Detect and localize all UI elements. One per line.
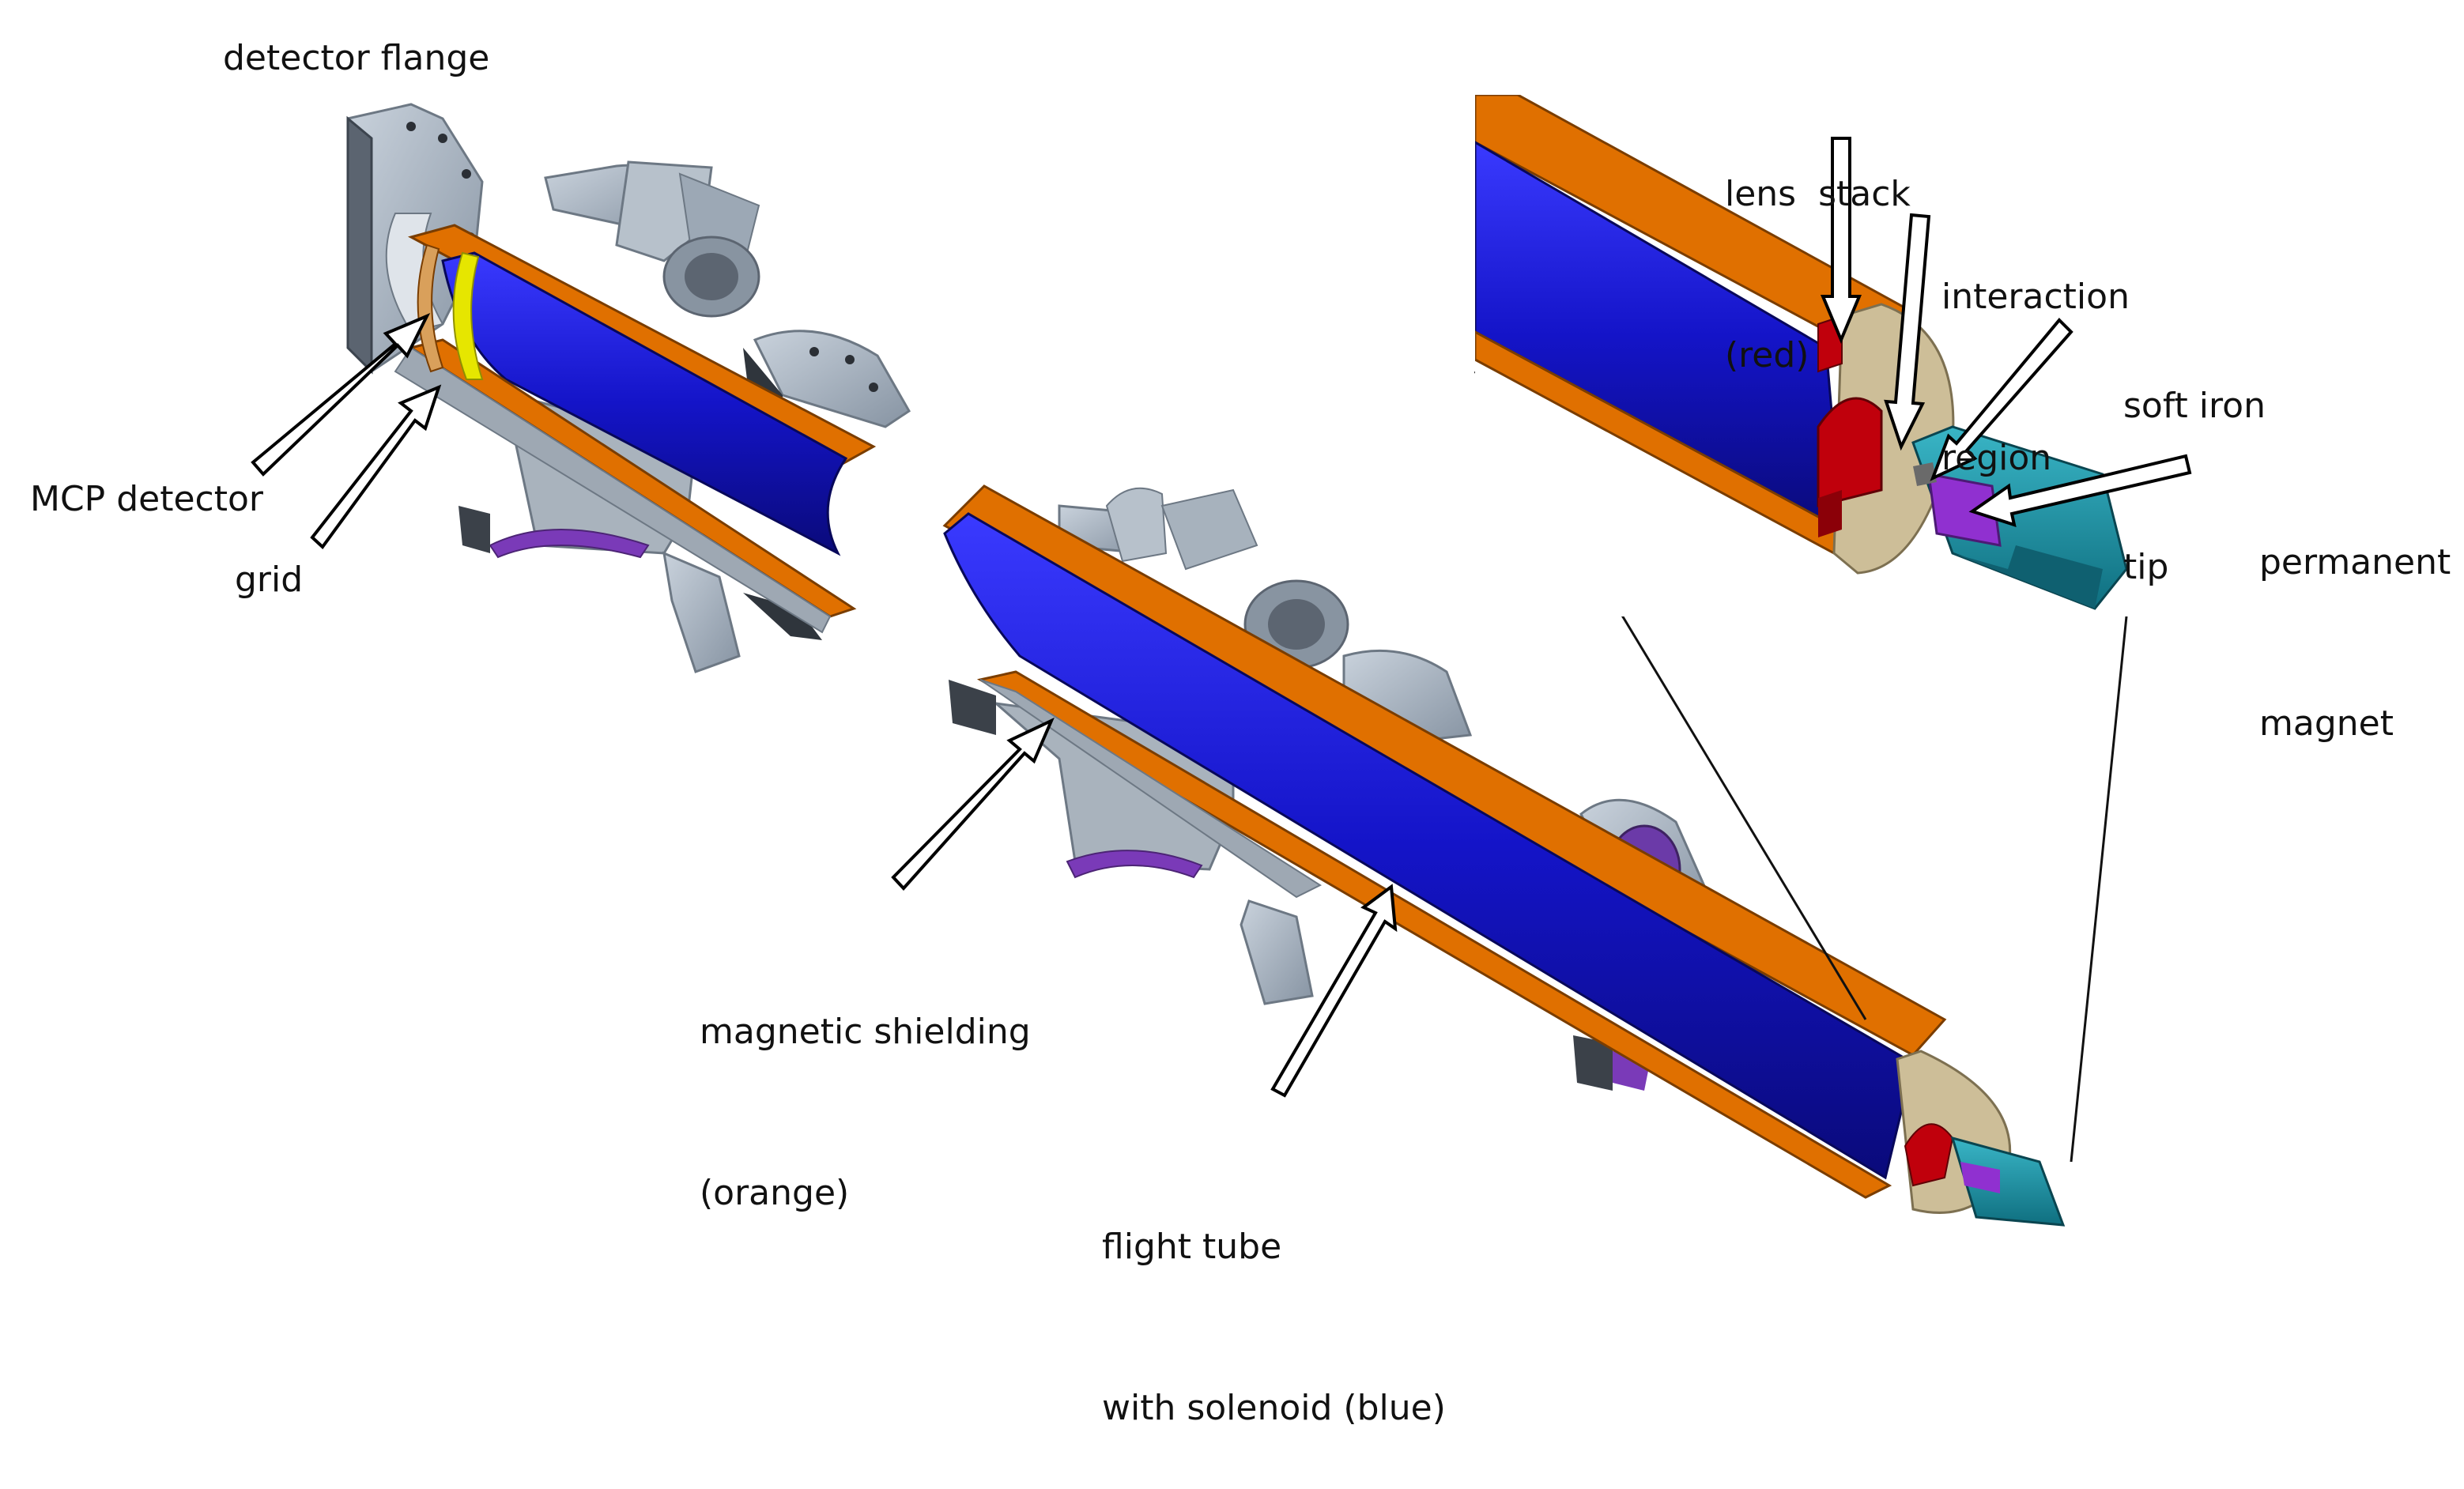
- grid-ring: [452, 251, 484, 380]
- inset-permanent-magnet: [1927, 473, 2002, 547]
- label-lens-stack-line2: (red): [1725, 335, 1809, 375]
- label-magnetic-shielding: magnetic shielding (orange): [700, 898, 1031, 1274]
- label-flight-tube-line2: with solenoid (blue): [1102, 1388, 1446, 1428]
- arrow-flight-tube: [1270, 884, 1398, 1098]
- detector-chamber-left: [346, 103, 911, 673]
- label-flight-tube: flight tube with solenoid (blue): [1102, 1113, 1446, 1489]
- label-flight-tube-line1: flight tube: [1102, 1227, 1282, 1267]
- flight-tube-assembly: [942, 484, 2066, 1227]
- zoom-line-right: [2070, 616, 2128, 1163]
- arrow-mcp-detector: [251, 313, 431, 477]
- mcp-rings: [417, 243, 444, 373]
- label-permanent-magnet: permanent magnet: [2259, 428, 2451, 805]
- detail-inset: [1475, 95, 2187, 616]
- arrow-magnetic-shielding: [891, 717, 1055, 891]
- label-detector-flange: detector flange: [223, 38, 490, 78]
- right-flange-left-chamber: [753, 330, 911, 428]
- arrow-interaction-region: [1884, 213, 1931, 451]
- arrow-lens-stack: [1820, 137, 1862, 345]
- label-soft-iron-tip-line1: soft iron: [2123, 386, 2266, 426]
- label-magnetic-shielding-line2: (orange): [700, 1173, 850, 1213]
- label-permanent-magnet-line1: permanent: [2259, 542, 2451, 582]
- flight-tube-solenoid: [943, 512, 1915, 1180]
- spectrometer-cutaway-diagram: [251, 95, 2192, 1227]
- label-interaction-region: interaction region: [1941, 163, 2130, 539]
- label-lens-stack-line1: lens stack: [1725, 174, 1911, 214]
- label-magnetic-shielding-line1: magnetic shielding: [700, 1012, 1031, 1052]
- magnetic-shielding-bottom: [976, 670, 1892, 1199]
- arrow-soft-iron-tip: [1930, 318, 2073, 481]
- label-permanent-magnet-line2: magnet: [2259, 703, 2394, 744]
- label-interaction-region-line1: interaction: [1941, 277, 2130, 317]
- label-lens-stack: lens stack (red): [1725, 60, 1911, 436]
- arrow-permanent-magnet: [1968, 454, 2192, 527]
- label-soft-iron-tip-line2: tip: [2123, 547, 2169, 587]
- arrow-grid: [310, 384, 442, 549]
- label-mcp-detector: MCP detector: [30, 479, 263, 519]
- label-grid: grid: [235, 560, 304, 600]
- label-soft-iron-tip: soft iron tip: [2123, 272, 2266, 648]
- label-interaction-region-line2: region: [1941, 438, 2052, 478]
- callout-arrows: [251, 137, 2192, 1098]
